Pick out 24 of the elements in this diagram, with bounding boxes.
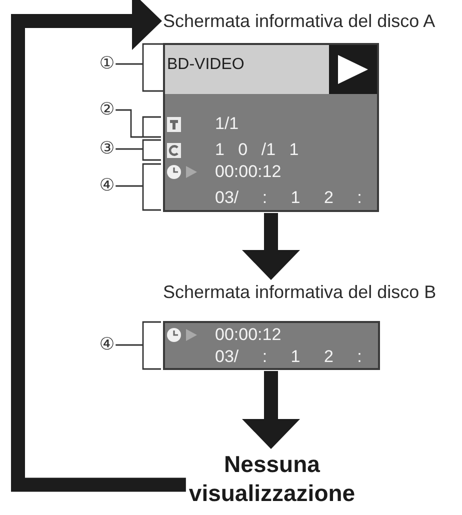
chapter-count: 1 0 /1 1 xyxy=(215,140,299,160)
arrow xyxy=(242,371,300,449)
leader-line xyxy=(114,43,164,92)
leader-line xyxy=(114,163,162,211)
bent-arrow xyxy=(11,0,186,492)
time-readout: 03/ : 1 2 : xyxy=(215,188,362,208)
leader-line xyxy=(114,109,162,138)
screen-heading: Schermata informativa del disco A xyxy=(163,10,436,32)
screen-heading: Schermata informativa del disco B xyxy=(163,281,436,303)
callout-number: ④ xyxy=(99,178,115,194)
elapsed-time: 00:00:12 xyxy=(215,162,282,182)
leader-line xyxy=(114,321,162,370)
arrow xyxy=(242,213,300,280)
callout-number: ① xyxy=(99,56,115,72)
title-count: 1/1 xyxy=(215,114,239,134)
leader-line xyxy=(114,139,162,161)
header-band xyxy=(165,45,377,94)
status-text: Nessuna visualizzazione xyxy=(188,450,356,508)
callout-number: ② xyxy=(99,102,115,118)
time-readout: 03/ : 1 2 : xyxy=(215,347,362,367)
callout-number: ④ xyxy=(99,336,115,354)
elapsed-time: 00:00:12 xyxy=(215,325,282,345)
disc-type-label: BD-VIDEO xyxy=(167,55,244,75)
callout-number: ③ xyxy=(99,140,115,158)
